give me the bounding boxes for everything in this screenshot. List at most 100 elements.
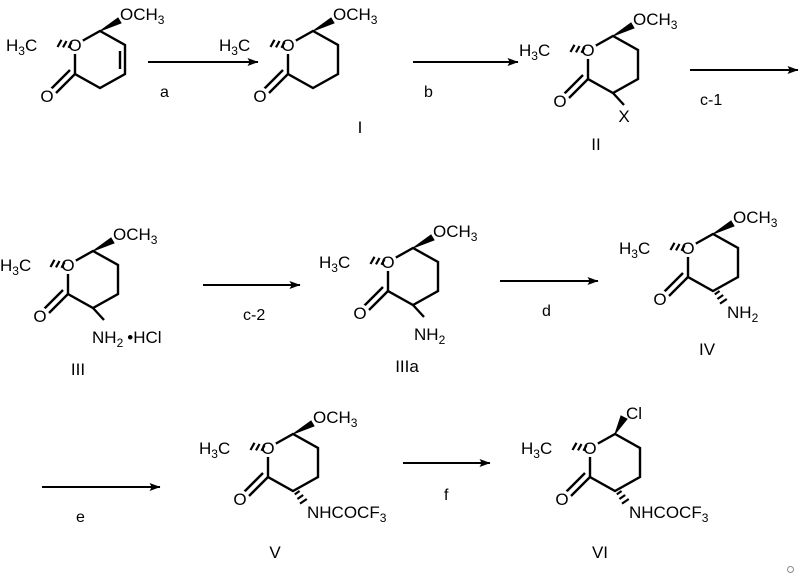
arrow-b: b	[413, 58, 519, 101]
methyl-hash-bond	[571, 442, 588, 452]
compound-III: O O H3C OCH3 NH2•HCl III	[0, 225, 162, 379]
compound-V: O O H3C OCH3 NHCOCF3 V	[199, 408, 387, 562]
methoxy-label: OCH3	[733, 208, 778, 230]
ketone-bond-2	[43, 289, 64, 310]
compound-label-III: III	[71, 360, 85, 379]
arrow-b-label: b	[424, 84, 433, 101]
corner-artifact-mark	[787, 566, 794, 573]
ring-oxygen-mask	[59, 256, 77, 274]
ketone-bond-1	[248, 476, 269, 497]
ketone-bond-1	[368, 290, 389, 311]
methoxy-label: OCH3	[113, 225, 158, 247]
arrow-d: d	[500, 277, 599, 320]
arrow-c1: c-1	[690, 66, 799, 109]
ring-oxygen-label: O	[281, 36, 294, 55]
arrow-a-label: a	[160, 84, 169, 101]
amine-bond	[92, 307, 105, 321]
arrow-f-label: f	[444, 487, 449, 504]
compound-label-IV: IV	[699, 340, 716, 359]
methyl-hash-bond	[56, 39, 73, 49]
amide-hash-bond	[294, 490, 308, 505]
leaving-group-bond	[612, 92, 625, 106]
ring-oxygen-mask	[679, 239, 697, 257]
methyl-hash-bond	[49, 259, 66, 269]
ring-oxygen-mask	[279, 36, 297, 54]
pyranose-ring	[686, 232, 740, 293]
compound-start: O O H3C OCH3	[6, 5, 165, 106]
methyl-label: H3C	[521, 439, 552, 461]
amine-bond	[412, 304, 425, 318]
ketone-oxygen-mask	[31, 307, 49, 325]
methoxy-wedge-bond	[612, 22, 635, 37]
methyl-label: H3C	[619, 239, 650, 261]
ketone-bond-1	[268, 73, 289, 94]
pyranose-ring	[73, 29, 127, 90]
ring-oxygen-label: O	[583, 439, 596, 458]
ring-oxygen-label: O	[381, 253, 394, 272]
ketone-oxygen-label: O	[233, 490, 246, 509]
compound-label-II: II	[591, 135, 600, 154]
methoxy-label: OCH3	[633, 10, 678, 32]
methyl-label: H3C	[0, 256, 31, 278]
arrow-f: f	[403, 459, 491, 504]
ketone-oxygen-mask	[251, 87, 269, 105]
arrow-e: e	[42, 483, 161, 526]
compound-I: O O H3C OCH3 I	[219, 5, 378, 137]
pyranose-ring	[586, 34, 640, 95]
ketone-oxygen-mask	[38, 87, 56, 105]
ketone-oxygen-label: O	[33, 307, 46, 326]
arrow-a: a	[148, 58, 259, 101]
ketone-oxygen-label: O	[653, 290, 666, 309]
ketone-bond-1	[668, 276, 689, 297]
ketone-oxygen-mask	[351, 304, 369, 322]
ketone-oxygen-label: O	[40, 87, 53, 106]
chloride-wedge-bond	[614, 415, 628, 435]
compound-IV: O O H3C OCH3 NH2 IV	[619, 208, 778, 359]
compound-label-VI: VI	[592, 543, 608, 562]
ketone-oxygen-label: O	[553, 92, 566, 111]
methyl-label: H3C	[319, 253, 350, 275]
pyranose-ring	[286, 29, 340, 90]
methoxy-label: OCH3	[333, 5, 378, 27]
methyl-hash-bond	[569, 44, 586, 54]
methoxy-wedge-bond	[312, 17, 335, 32]
ring-oxygen-mask	[579, 41, 597, 59]
ring-oxygen-label: O	[61, 256, 74, 275]
ketone-bond-1	[568, 78, 589, 99]
ketone-oxygen-label: O	[555, 490, 568, 509]
methoxy-label: OCH3	[313, 408, 358, 430]
arrow-d-label: d	[542, 303, 551, 320]
ketone-oxygen-label: O	[253, 87, 266, 106]
amine-hash-bond	[714, 290, 728, 305]
compound-label-IIIa: IIIa	[395, 357, 419, 376]
ketone-oxygen-label: O	[353, 304, 366, 323]
ketone-bond-2	[363, 286, 384, 307]
arrow-c1-label: c-1	[700, 92, 722, 109]
ring-oxygen-label: O	[68, 36, 81, 55]
methyl-hash-bond	[669, 242, 686, 252]
amide-hash-bond	[616, 490, 630, 505]
methoxy-label: OCH3	[120, 5, 165, 27]
methoxy-wedge-bond	[712, 220, 735, 235]
methoxy-wedge-bond	[292, 420, 315, 435]
ring-oxygen-mask	[581, 439, 599, 457]
ketone-bond-1	[570, 476, 591, 497]
ketone-bond-1	[55, 73, 76, 94]
amine-label: NH2	[727, 303, 759, 325]
ketone-oxygen-mask	[231, 490, 249, 508]
compound-VI: O O H3C Cl NHCOCF3 VI	[521, 404, 709, 562]
methyl-label: H3C	[199, 439, 230, 461]
compound-IIIa: O O H3C OCH3 NH2 IIIa	[319, 222, 478, 376]
amide-label: NHCOCF3	[307, 503, 387, 525]
ketone-bond-2	[563, 74, 584, 95]
amide-label: NHCOCF3	[629, 503, 709, 525]
pyranose-ring	[66, 249, 120, 310]
pyranose-ring	[266, 432, 320, 493]
ketone-oxygen-mask	[651, 290, 669, 308]
chloride-label: Cl	[626, 404, 642, 423]
arrow-c2-label: c-2	[243, 307, 265, 324]
amine-label: NH2	[414, 325, 446, 347]
ketone-bond-2	[243, 472, 264, 493]
methyl-label: H3C	[6, 36, 37, 58]
